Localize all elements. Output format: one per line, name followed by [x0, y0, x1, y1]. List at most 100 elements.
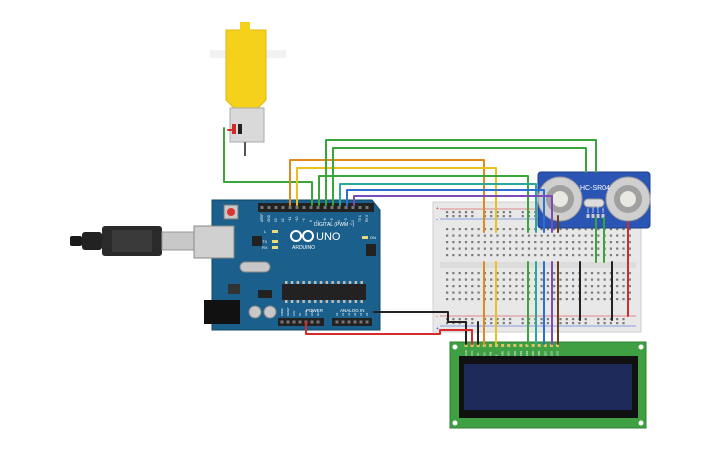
- breadboard-rail-hole[interactable]: [609, 322, 612, 325]
- breadboard-hole[interactable]: [553, 234, 556, 237]
- breadboard-hole[interactable]: [490, 272, 493, 275]
- digital-pin-hole[interactable]: [330, 206, 334, 209]
- lcd-pin[interactable]: [464, 344, 468, 347]
- breadboard-hole[interactable]: [515, 298, 518, 301]
- lcd-pin[interactable]: [470, 344, 474, 347]
- breadboard-hole[interactable]: [622, 272, 625, 275]
- breadboard-hole[interactable]: [546, 247, 549, 250]
- breadboard-rail-hole[interactable]: [502, 322, 505, 325]
- breadboard-hole[interactable]: [527, 234, 531, 237]
- breadboard-hole[interactable]: [515, 285, 518, 288]
- breadboard-rail-hole[interactable]: [622, 318, 625, 321]
- breadboard-hole[interactable]: [458, 272, 461, 275]
- breadboard-hole[interactable]: [540, 278, 543, 281]
- breadboard-hole[interactable]: [609, 254, 612, 257]
- breadboard-hole[interactable]: [590, 285, 594, 288]
- digital-pin-hole[interactable]: [281, 206, 285, 209]
- breadboard-hole[interactable]: [490, 278, 493, 281]
- sensor-pin[interactable]: [601, 214, 605, 218]
- breadboard-rail-hole[interactable]: [471, 318, 474, 321]
- breadboard-hole[interactable]: [616, 272, 619, 275]
- breadboard-hole[interactable]: [458, 298, 461, 301]
- usb-cable[interactable]: [70, 226, 195, 256]
- breadboard-hole[interactable]: [464, 298, 468, 301]
- breadboard-hole[interactable]: [458, 291, 461, 294]
- breadboard-hole[interactable]: [616, 254, 619, 257]
- breadboard-rail-hole[interactable]: [584, 322, 587, 325]
- breadboard-hole[interactable]: [559, 254, 562, 257]
- breadboard-rail-hole[interactable]: [603, 322, 606, 325]
- breadboard-hole[interactable]: [546, 234, 549, 237]
- breadboard-rail-hole[interactable]: [622, 322, 625, 325]
- breadboard-hole[interactable]: [496, 234, 499, 237]
- breadboard-rail-hole[interactable]: [502, 318, 505, 321]
- breadboard-hole[interactable]: [553, 241, 556, 244]
- breadboard-hole[interactable]: [452, 278, 455, 281]
- breadboard-hole[interactable]: [464, 291, 468, 294]
- breadboard-hole[interactable]: [527, 241, 531, 244]
- breadboard-rail-hole[interactable]: [452, 215, 455, 218]
- breadboard-hole[interactable]: [559, 241, 562, 244]
- breadboard-hole[interactable]: [584, 247, 587, 250]
- analog-pin-hole[interactable]: [365, 320, 369, 324]
- breadboard-hole[interactable]: [521, 254, 524, 257]
- breadboard-hole[interactable]: [559, 298, 562, 301]
- breadboard-hole[interactable]: [502, 291, 505, 294]
- breadboard-hole[interactable]: [464, 247, 468, 250]
- breadboard-hole[interactable]: [458, 241, 461, 244]
- breadboard-hole[interactable]: [534, 254, 537, 257]
- wire-teal-d6[interactable]: [339, 183, 537, 233]
- breadboard-hole[interactable]: [496, 291, 499, 294]
- breadboard-hole[interactable]: [609, 234, 612, 237]
- breadboard-hole[interactable]: [452, 234, 455, 237]
- breadboard-hole[interactable]: [446, 298, 449, 301]
- breadboard-hole[interactable]: [546, 254, 549, 257]
- breadboard-hole[interactable]: [477, 298, 480, 301]
- breadboard-hole[interactable]: [572, 291, 575, 294]
- breadboard-hole[interactable]: [559, 272, 562, 275]
- breadboard-hole[interactable]: [464, 241, 468, 244]
- breadboard-hole[interactable]: [490, 254, 493, 257]
- breadboard-hole[interactable]: [540, 291, 543, 294]
- breadboard-hole[interactable]: [446, 254, 449, 257]
- breadboard-hole[interactable]: [572, 285, 575, 288]
- breadboard-hole[interactable]: [483, 241, 486, 244]
- breadboard-hole[interactable]: [446, 234, 449, 237]
- breadboard-hole[interactable]: [521, 285, 524, 288]
- breadboard-rail-hole[interactable]: [616, 322, 619, 325]
- lcd-pin[interactable]: [488, 344, 492, 347]
- breadboard-hole[interactable]: [446, 247, 449, 250]
- breadboard-hole[interactable]: [584, 234, 587, 237]
- breadboard-hole[interactable]: [590, 234, 594, 237]
- breadboard-hole[interactable]: [584, 285, 587, 288]
- breadboard-hole[interactable]: [540, 247, 543, 250]
- breadboard-hole[interactable]: [622, 278, 625, 281]
- breadboard-rail-hole[interactable]: [464, 215, 468, 218]
- breadboard-hole[interactable]: [490, 291, 493, 294]
- breadboard-hole[interactable]: [553, 298, 556, 301]
- breadboard-hole[interactable]: [458, 228, 461, 231]
- breadboard-rail-hole[interactable]: [464, 318, 468, 321]
- breadboard-rail-hole[interactable]: [446, 322, 449, 325]
- breadboard-hole[interactable]: [496, 298, 499, 301]
- breadboard-hole[interactable]: [502, 285, 505, 288]
- breadboard-rail-hole[interactable]: [603, 318, 606, 321]
- breadboard-rail-hole[interactable]: [521, 215, 524, 218]
- breadboard-hole[interactable]: [521, 228, 524, 231]
- breadboard-hole[interactable]: [609, 278, 612, 281]
- breadboard-hole[interactable]: [590, 241, 594, 244]
- breadboard-hole[interactable]: [622, 254, 625, 257]
- breadboard-hole[interactable]: [477, 254, 480, 257]
- breadboard-rail-hole[interactable]: [458, 322, 461, 325]
- breadboard-hole[interactable]: [446, 285, 449, 288]
- breadboard-hole[interactable]: [603, 285, 606, 288]
- breadboard-hole[interactable]: [471, 291, 474, 294]
- breadboard-hole[interactable]: [565, 234, 568, 237]
- breadboard-rail-hole[interactable]: [496, 322, 499, 325]
- breadboard-hole[interactable]: [622, 298, 625, 301]
- breadboard-rail-hole[interactable]: [452, 322, 455, 325]
- breadboard-hole[interactable]: [502, 228, 505, 231]
- breadboard-hole[interactable]: [458, 247, 461, 250]
